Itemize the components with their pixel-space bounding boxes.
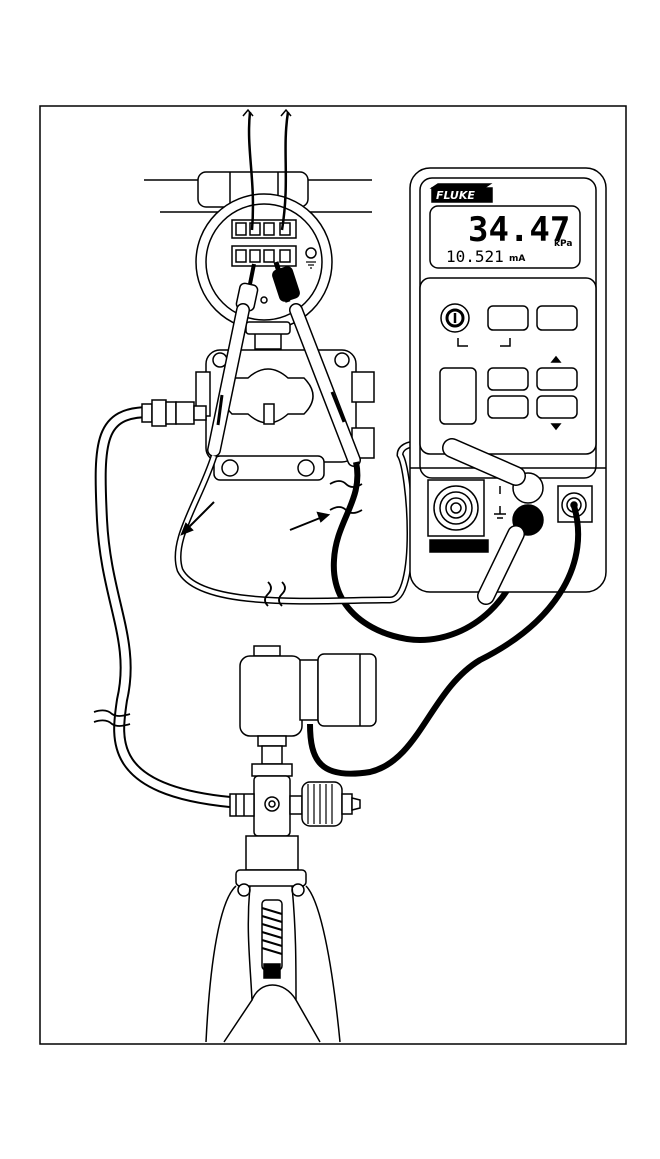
calibrator-key[interactable] bbox=[537, 306, 577, 330]
calibrator-key[interactable] bbox=[440, 368, 476, 424]
calibrator-key[interactable] bbox=[488, 306, 528, 330]
secondary-unit: mA bbox=[509, 254, 525, 264]
calibrator-key[interactable] bbox=[488, 368, 528, 390]
port-label-plate bbox=[430, 540, 488, 552]
calibrator-key[interactable] bbox=[488, 396, 528, 418]
power-button[interactable] bbox=[441, 304, 469, 332]
up-arrow-key[interactable] bbox=[537, 368, 577, 390]
callout-arrows bbox=[182, 502, 328, 534]
brand-label: FLUKE bbox=[436, 189, 475, 202]
secondary-reading: 10.521 bbox=[446, 247, 504, 266]
down-arrow-key[interactable] bbox=[537, 396, 577, 418]
pressure-module bbox=[240, 646, 376, 764]
primary-unit: kPa bbox=[554, 239, 572, 249]
